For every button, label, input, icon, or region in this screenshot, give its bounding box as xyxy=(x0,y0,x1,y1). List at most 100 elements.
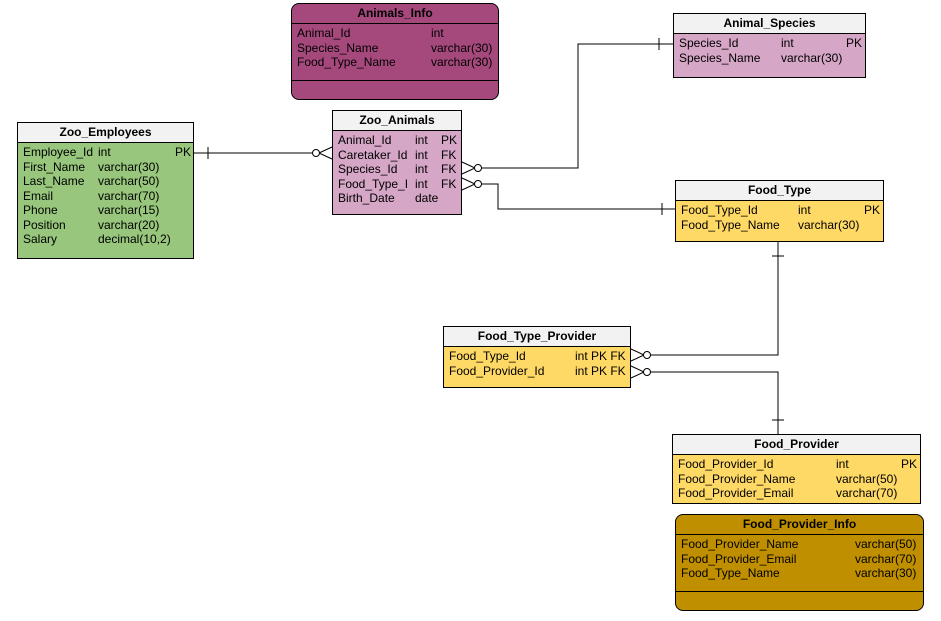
column-type: varchar(30) xyxy=(431,55,493,69)
table-row: Food_Provider_Id int PK FK xyxy=(444,364,630,379)
column-type: int PK FK xyxy=(575,349,626,363)
table-row: Food_Provider_Name varchar(50) xyxy=(673,472,920,487)
table-title: Animal_Species xyxy=(674,14,865,34)
column-key: PK xyxy=(441,133,458,147)
column-name: Salary xyxy=(23,232,58,246)
table-food-provider-info[interactable]: Food_Provider_Info Food_Provider_Name va… xyxy=(675,514,924,611)
table-zoo-employees[interactable]: Zoo_Employees Employee_Id int PK First_N… xyxy=(17,122,194,259)
zero-marker xyxy=(474,164,482,172)
table-row: First_Name varchar(30) xyxy=(18,160,193,175)
table-row: Position varchar(20) xyxy=(18,218,193,233)
column-type: varchar(70) xyxy=(836,486,898,500)
column-type: int xyxy=(415,133,428,147)
column-key: FK xyxy=(441,147,457,162)
column-name: Food_Provider_Email xyxy=(678,486,794,500)
column-type: varchar(30) xyxy=(798,217,860,232)
crows-foot-marker xyxy=(461,161,477,175)
table-title: Zoo_Employees xyxy=(18,123,193,143)
column-type: varchar(15) xyxy=(98,203,160,217)
zero-marker xyxy=(643,368,651,376)
column-key: FK xyxy=(441,162,457,176)
table-row: Last_Name varchar(50) xyxy=(18,174,193,189)
column-type: date xyxy=(415,191,439,205)
table-row: Food_Provider_Email varchar(70) xyxy=(673,486,920,501)
table-row: Species_Name varchar(30) xyxy=(674,51,865,66)
table-row: Species_Name varchar(30) xyxy=(292,41,498,56)
table-title: Food_Type_Provider xyxy=(444,327,630,347)
column-name: Food_Type_Name xyxy=(681,566,780,580)
crows-foot-marker xyxy=(630,365,646,379)
column-type: varchar(30) xyxy=(98,159,160,174)
column-name: Caretaker_Id xyxy=(338,147,408,162)
table-row: Salary decimal(10,2) xyxy=(18,232,193,247)
table-title: Animals_Info xyxy=(292,4,498,24)
column-key: PK xyxy=(175,145,192,159)
table-row: Animal_Id int PK xyxy=(333,133,461,148)
table-rows: Food_Type_Id int PK Food_Type_Name varch… xyxy=(676,201,883,232)
column-type: int xyxy=(798,203,811,217)
column-name: First_Name xyxy=(23,159,86,174)
rel-species-animals-line xyxy=(481,43,673,169)
column-type: varchar(20) xyxy=(98,217,160,232)
crows-foot-marker xyxy=(630,348,646,362)
column-name: Email xyxy=(23,188,54,203)
table-title: Food_Type xyxy=(676,181,883,201)
column-key: FK xyxy=(441,176,457,191)
rel-foodtype-provider-line xyxy=(650,242,779,356)
column-type: int xyxy=(98,145,111,159)
table-food-type-provider[interactable]: Food_Type_Provider Food_Type_Id int PK F… xyxy=(443,326,631,388)
table-row: Food_Type_Name varchar(30) xyxy=(676,566,923,581)
table-row: Phone varchar(15) xyxy=(18,203,193,218)
table-footer-divider xyxy=(676,591,923,592)
column-type: int xyxy=(431,26,444,40)
column-type: varchar(30) xyxy=(855,566,917,580)
column-name: Food_Type_Id xyxy=(681,203,758,217)
column-name: Last_Name xyxy=(23,174,85,188)
column-type: varchar(50) xyxy=(836,471,898,486)
table-row: Email varchar(70) xyxy=(18,189,193,204)
rel-foodtype-animals-line xyxy=(481,183,675,210)
table-row: Food_Type_Id int PK xyxy=(676,203,883,218)
table-rows: Food_Provider_Name varchar(50) Food_Prov… xyxy=(676,535,923,581)
table-row: Food_Type_Name varchar(30) xyxy=(676,218,883,233)
table-row: Food_Type_Name varchar(30) xyxy=(292,55,498,70)
column-name: Employee_Id xyxy=(23,145,94,159)
table-rows: Animal_Id int PK Caretaker_Id int FK Spe… xyxy=(333,131,461,206)
table-row: Animal_Id int xyxy=(292,26,498,41)
column-type: int xyxy=(415,162,428,176)
column-type: int PK FK xyxy=(575,363,626,378)
table-row: Employee_Id int PK xyxy=(18,145,193,160)
column-name: Species_Id xyxy=(338,162,398,176)
table-row: Food_Provider_Name varchar(50) xyxy=(676,537,923,552)
table-row: Food_Provider_Id int PK xyxy=(673,457,920,472)
table-food-provider[interactable]: Food_Provider Food_Provider_Id int PK Fo… xyxy=(672,434,921,504)
table-animals-info[interactable]: Animals_Info Animal_Id int Species_Name … xyxy=(291,3,499,100)
table-title: Zoo_Animals xyxy=(333,111,461,131)
column-name: Position xyxy=(23,217,66,232)
column-type: varchar(70) xyxy=(855,551,917,566)
table-food-type[interactable]: Food_Type Food_Type_Id int PK Food_Type_… xyxy=(675,180,884,242)
zero-marker xyxy=(474,180,482,188)
table-zoo-animals[interactable]: Zoo_Animals Animal_Id int PK Caretaker_I… xyxy=(332,110,462,215)
column-name: Species_Id xyxy=(679,36,739,50)
table-rows: Animal_Id int Species_Name varchar(30) F… xyxy=(292,24,498,70)
table-rows: Food_Provider_Id int PK Food_Provider_Na… xyxy=(673,455,920,501)
table-rows: Species_Id int PK Species_Name varchar(3… xyxy=(674,34,865,65)
table-row: Birth_Date date xyxy=(333,191,461,206)
column-name: Food_Provider_Name xyxy=(681,537,799,551)
table-animal-species[interactable]: Animal_Species Species_Id int PK Species… xyxy=(673,13,866,78)
column-name: Food_Type_Name xyxy=(297,55,396,69)
zero-marker xyxy=(312,149,320,157)
column-name: Food_Provider_Id xyxy=(449,363,545,378)
table-title: Food_Provider_Info xyxy=(676,515,923,535)
column-name: Food_Provider_Email xyxy=(681,551,797,566)
rel-provider-typeprovider-line xyxy=(650,371,779,434)
column-type: int xyxy=(781,36,794,50)
column-type: varchar(30) xyxy=(781,50,843,65)
table-rows: Employee_Id int PK First_Name varchar(30… xyxy=(18,143,193,247)
column-name: Animal_Id xyxy=(338,133,392,147)
column-key: PK xyxy=(901,457,918,471)
table-rows: Food_Type_Id int PK FK Food_Provider_Id … xyxy=(444,347,630,378)
column-name: Food_Type_I xyxy=(338,176,409,191)
